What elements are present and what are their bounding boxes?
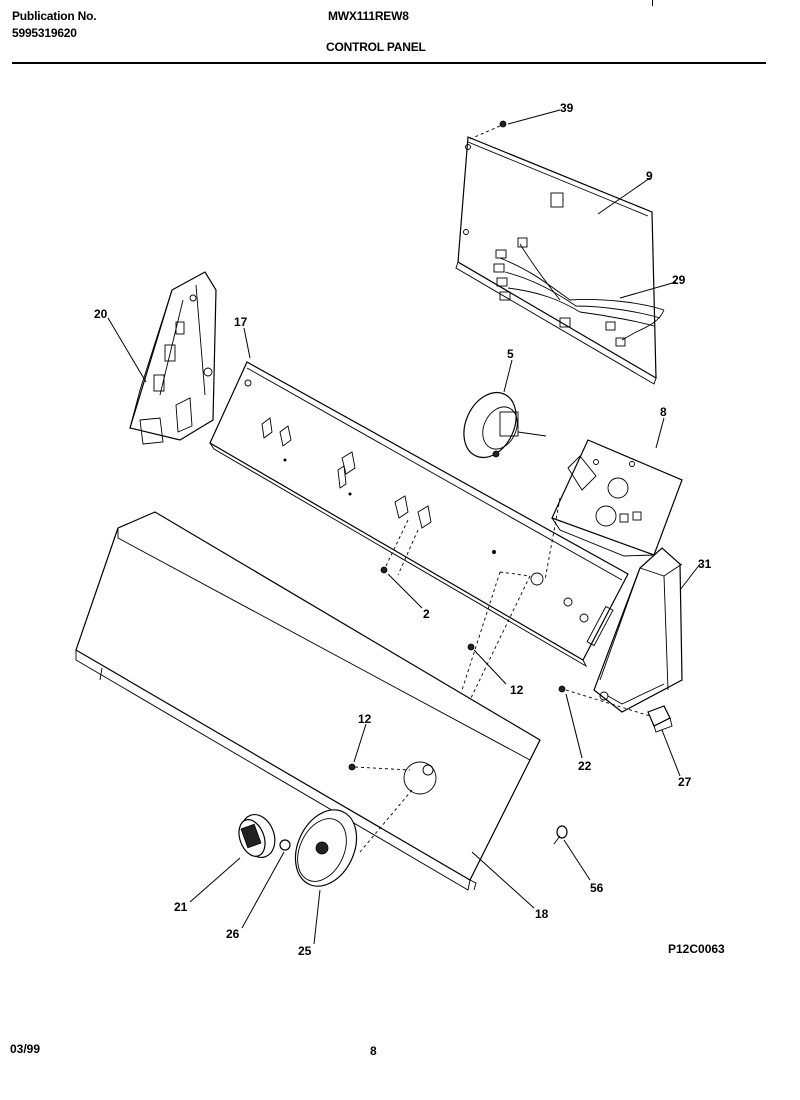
part-31-end-cap [593, 547, 683, 713]
part-17-control-panel [209, 361, 629, 668]
part-27-clip [647, 705, 673, 733]
part-25-dial [294, 809, 358, 887]
part-18-console [75, 511, 541, 891]
callout-20: 20 [94, 307, 108, 321]
header-rule [12, 62, 766, 64]
callout-39: 39 [560, 101, 574, 115]
callout-8: 8 [660, 405, 667, 419]
callout-27: 27 [678, 775, 692, 789]
part-22-screw [558, 685, 566, 693]
model-number: MWX111REW8 [328, 9, 409, 23]
footer-page-number: 8 [370, 1044, 377, 1058]
callout-5: 5 [507, 347, 514, 361]
part-26-spring [279, 839, 291, 851]
part-5-switch [463, 391, 547, 459]
section-title: CONTROL PANEL [326, 40, 426, 54]
callout-25: 25 [298, 944, 312, 958]
part-20-end-bracket [129, 271, 217, 445]
callout-2: 2 [423, 607, 430, 621]
callout-56: 56 [590, 881, 604, 895]
part-56-screw [553, 825, 568, 845]
publication-label: Publication No. [12, 9, 97, 23]
footer-date: 03/99 [10, 1042, 41, 1056]
corner-tick-mark [652, 0, 653, 6]
callout-22: 22 [578, 759, 592, 773]
drawing-id: P12C0063 [668, 942, 725, 956]
part-9-rear-panel [455, 136, 657, 385]
part-21-knob [238, 814, 276, 858]
callout-12-lower: 12 [358, 712, 372, 726]
callout-21: 21 [174, 900, 188, 914]
part-29-wire-harness [493, 237, 665, 347]
callout-9: 9 [646, 169, 653, 183]
callout-31: 31 [698, 557, 712, 571]
part-12-clip-and-insert [348, 643, 475, 795]
callout-17: 17 [234, 315, 248, 329]
publication-number: 5995319620 [12, 26, 77, 40]
part-39-screw [499, 120, 507, 128]
callout-18: 18 [535, 907, 549, 921]
callout-26: 26 [226, 927, 240, 941]
callout-12-upper: 12 [510, 683, 524, 697]
part-2-screw [380, 566, 388, 574]
part-8-timer [551, 439, 683, 557]
callout-29: 29 [672, 273, 686, 287]
